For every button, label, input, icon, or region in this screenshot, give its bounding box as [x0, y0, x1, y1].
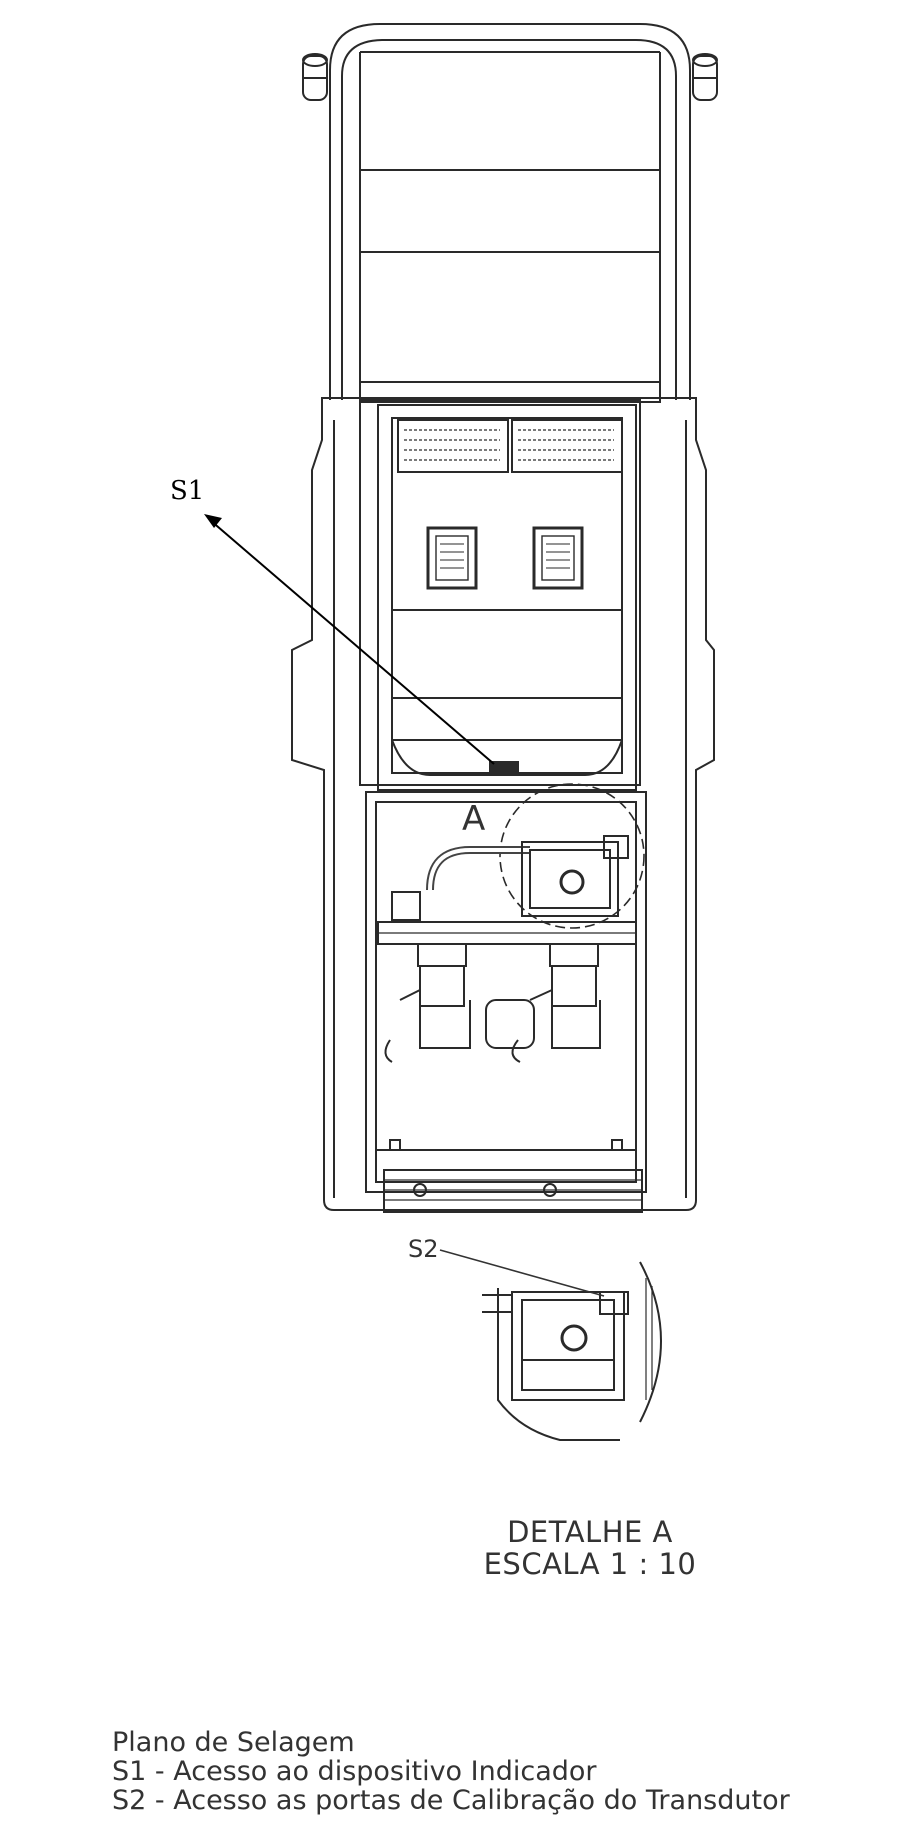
- callout-s2: S2: [408, 1235, 439, 1263]
- right-keypad-icon: [532, 526, 584, 590]
- detail-title: DETALHE A: [507, 1515, 673, 1549]
- s2-leader-line: [439, 1249, 605, 1297]
- hydraulic-compartment: [365, 783, 647, 1193]
- detail-caption: DETALHE A ESCALA 1 : 10: [440, 1516, 740, 1580]
- detail-scale: ESCALA 1 : 10: [483, 1547, 697, 1581]
- seal-s1-icon: [489, 761, 519, 775]
- callout-s1: S1: [170, 476, 204, 506]
- legend-heading: Plano de Selagem: [112, 1727, 355, 1758]
- left-lamp-icon: [302, 53, 328, 101]
- left-keypad-icon: [426, 526, 478, 590]
- display-head: [377, 404, 637, 791]
- sealing-legend: Plano de Selagem S1 - Acesso ao disposit…: [112, 1728, 790, 1815]
- s1-leader-arrow: [204, 514, 495, 765]
- right-lamp-icon: [692, 53, 718, 101]
- top-frame: [329, 23, 691, 403]
- legend-item: S1 - Acesso ao dispositivo Indicador: [112, 1756, 597, 1787]
- base-plinth: [383, 1169, 643, 1213]
- callout-section-a: A: [462, 799, 485, 839]
- detail-a-view: [482, 1261, 662, 1441]
- legend-item: S2 - Acesso as portas de Calibração do T…: [112, 1785, 790, 1816]
- dispenser-body: [291, 397, 715, 1211]
